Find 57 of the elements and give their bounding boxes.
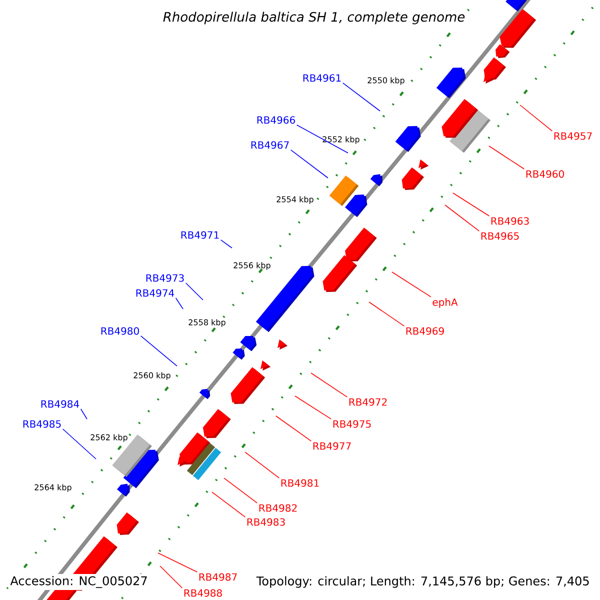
gene-label: RB4984 — [41, 400, 80, 408]
leader-line — [175, 298, 184, 310]
leader-line — [310, 372, 348, 398]
gene-label: RB4987 — [199, 573, 237, 581]
gene-label: RB4983 — [247, 518, 285, 526]
leader-line — [158, 552, 198, 572]
leader-line — [294, 396, 332, 420]
gene-label: RB4988 — [184, 589, 222, 597]
gene-label: RB4972 — [349, 398, 387, 406]
gene-label: RB4982 — [259, 504, 297, 512]
gene-label: RB4974 — [136, 289, 174, 297]
leader-line — [392, 272, 432, 298]
scale-label: 2562 kbp — [90, 434, 128, 442]
leader-line — [342, 82, 380, 112]
scale-label: 2556 kbp — [234, 262, 270, 270]
leader-line — [452, 192, 490, 216]
gene-label: RB4985 — [23, 420, 61, 428]
gene-label: RB4967 — [251, 141, 289, 149]
gene-label: RB4961 — [303, 74, 341, 82]
footer-text: Accession: NC_005027 — [8, 574, 150, 590]
title: Rhodopirellula baltica SH 1, complete genome — [162, 10, 466, 26]
scale-label: 2550 kbp — [368, 77, 404, 85]
leader-line — [368, 302, 405, 326]
gene-label: RB4977 — [313, 442, 351, 450]
scale-label: 2560 kbp — [134, 372, 170, 380]
gene-label: ephA — [432, 298, 458, 308]
footer-text: Topology: circular; Length: 7,145,576 bp; Genes: 7,405 — [254, 574, 592, 590]
leader-line — [520, 104, 553, 132]
scale-label: 2552 kbp — [322, 136, 360, 144]
leader-line — [444, 204, 480, 232]
gene-label: RB4969 — [406, 327, 444, 335]
gene-label: RB4960 — [526, 170, 564, 178]
leader-line — [290, 150, 328, 178]
leader-line — [244, 452, 280, 478]
gene-label: RB4957 — [554, 132, 592, 140]
leader-line — [296, 124, 348, 154]
leader-line — [160, 566, 183, 588]
gene-label: RB4975 — [333, 420, 371, 428]
leader-line — [488, 146, 525, 170]
scale-label: 2558 kbp — [188, 319, 226, 327]
gene-label: RB4981 — [281, 479, 319, 487]
scale-label: 2564 kbp — [34, 484, 72, 492]
leader-line — [62, 428, 96, 460]
leader-line — [80, 408, 88, 420]
leader-line — [140, 336, 178, 366]
gene-label: RB4963 — [491, 217, 529, 225]
leader-line — [220, 240, 232, 248]
scale-label: 2554 kbp — [276, 196, 314, 204]
gene-label: RB4971 — [181, 231, 219, 239]
leader-line — [224, 478, 258, 504]
gene-label: RB4965 — [481, 232, 519, 240]
gene-label: RB4966 — [257, 116, 295, 124]
leader-line — [212, 492, 246, 518]
gene-label: RB4980 — [101, 327, 139, 335]
gene-label: RB4973 — [146, 274, 184, 282]
leader-line — [276, 416, 312, 442]
leader-line — [185, 282, 204, 300]
